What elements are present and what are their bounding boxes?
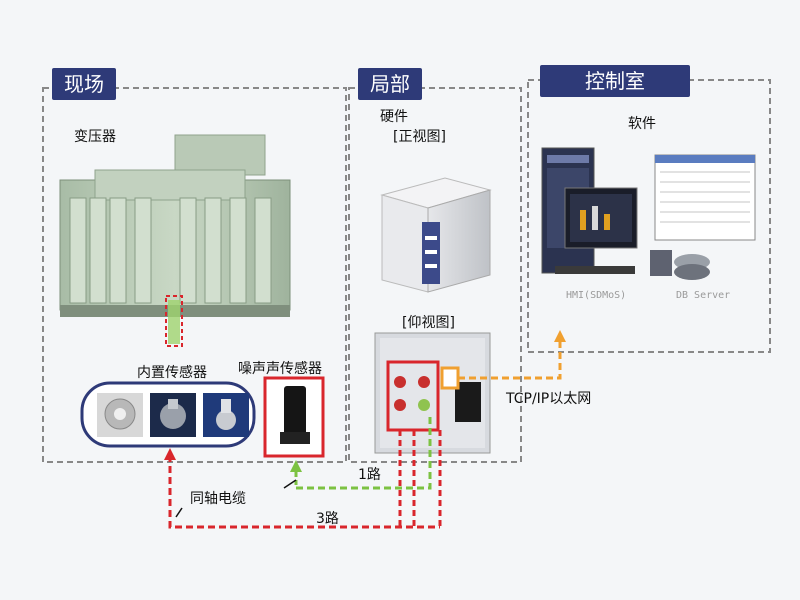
local-section-border bbox=[348, 87, 522, 463]
hardware-label: 硬件 bbox=[380, 109, 408, 125]
route-3-label: 3路 bbox=[316, 511, 339, 527]
tcp-ip-label: TCP/IP以太网 bbox=[506, 391, 592, 407]
cable-pointer-1 bbox=[283, 479, 297, 489]
cabinet-front-image bbox=[380, 177, 492, 293]
route-1-label: 1路 bbox=[358, 467, 381, 483]
builtin-sensor-1 bbox=[97, 393, 143, 437]
hmi-label: HMI(SDMoS) bbox=[566, 290, 627, 301]
orange-link bbox=[458, 340, 562, 380]
noise-sensor-label: 噪声声传感器 bbox=[238, 361, 322, 377]
bottom-view-label: [仰视图] bbox=[402, 315, 455, 331]
control-room-section-title: 控制室 bbox=[540, 65, 690, 97]
field-section-border bbox=[42, 87, 347, 463]
builtin-sensors-label: 内置传感器 bbox=[137, 365, 207, 381]
db-server-label: DB Server bbox=[676, 290, 731, 301]
noise-sensor-image bbox=[280, 386, 310, 444]
transformer-image bbox=[59, 134, 291, 317]
transformer-sensor-fill bbox=[168, 300, 180, 344]
green-arrow-sensor bbox=[290, 460, 302, 472]
hmi-image bbox=[541, 147, 638, 274]
software-label: 软件 bbox=[628, 116, 656, 132]
cable-pointer-2 bbox=[175, 507, 183, 518]
cabinet-connectors bbox=[394, 376, 430, 411]
cabinet-ethernet-port bbox=[440, 366, 460, 390]
red-link bbox=[168, 455, 440, 529]
transformer-label: 变压器 bbox=[74, 129, 116, 145]
transformer-sensor-location bbox=[165, 295, 183, 347]
builtin-sensor-2 bbox=[150, 393, 196, 437]
builtin-sensor-3 bbox=[203, 393, 249, 437]
coax-cable-label: 同轴电缆 bbox=[190, 491, 246, 507]
cabinet-bottom-image bbox=[374, 332, 491, 454]
green-link bbox=[296, 416, 432, 490]
red-arrow-sensor bbox=[164, 448, 176, 460]
db-server-image bbox=[650, 154, 756, 280]
local-section-title: 局部 bbox=[358, 68, 422, 100]
field-section-title: 现场 bbox=[52, 68, 116, 100]
orange-arrow bbox=[554, 330, 566, 342]
front-view-label: [正视图] bbox=[393, 129, 446, 145]
